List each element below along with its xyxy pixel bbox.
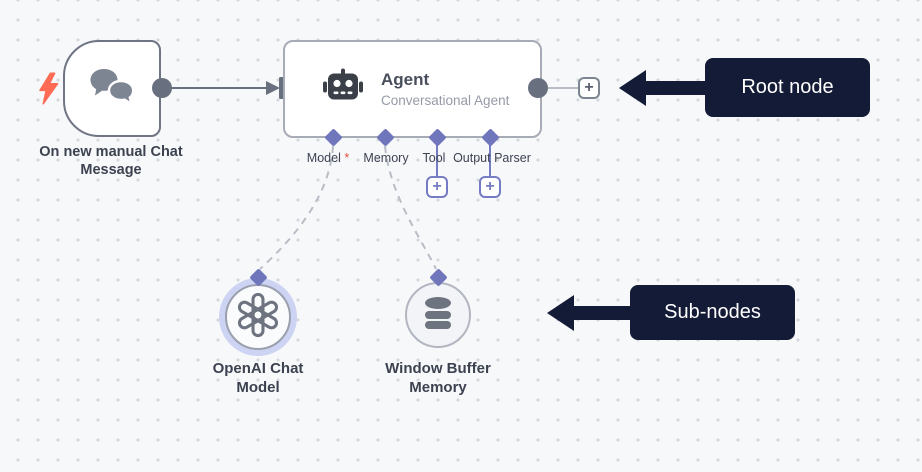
connector-label-model: Model * bbox=[307, 151, 349, 165]
database-icon bbox=[420, 296, 456, 335]
openai-logo-icon bbox=[235, 292, 281, 343]
trigger-node-label: On new manual Chat Message bbox=[39, 144, 183, 179]
openai-chat-model-node[interactable] bbox=[225, 284, 291, 350]
agent-node-title: Agent bbox=[381, 70, 430, 89]
memory-node-label: Window Buffer Memory bbox=[385, 360, 491, 396]
connector-label-tool: Tool bbox=[422, 151, 446, 165]
add-tool-button[interactable]: + bbox=[426, 176, 448, 198]
add-node-button[interactable]: + bbox=[578, 77, 600, 99]
root-arrow-icon bbox=[619, 70, 646, 106]
add-output-parser-button[interactable]: + bbox=[479, 176, 501, 198]
agent-node[interactable]: Agent Conversational Agent bbox=[283, 40, 542, 138]
openai-node-label: OpenAI Chat Model bbox=[212, 360, 304, 396]
sub-arrow-shaft bbox=[571, 306, 631, 320]
robot-icon bbox=[321, 68, 365, 110]
root-arrow-shaft bbox=[643, 81, 706, 95]
chat-bubbles-icon bbox=[88, 66, 136, 111]
connection-arrowhead-icon bbox=[266, 81, 280, 95]
plus-icon: + bbox=[432, 178, 442, 195]
connector-label-memory: Memory bbox=[363, 151, 409, 165]
trigger-output-endpoint[interactable] bbox=[152, 78, 172, 98]
root-node-annotation-label: Root node bbox=[741, 76, 834, 98]
sub-nodes-annotation: Sub-nodes bbox=[630, 285, 795, 340]
sub-arrow-icon bbox=[547, 295, 574, 331]
plus-icon: + bbox=[584, 79, 594, 96]
plus-icon: + bbox=[485, 178, 495, 195]
connector-label-output-parser: Output Parser bbox=[453, 151, 531, 165]
required-mark: * bbox=[344, 151, 350, 165]
trigger-lightning-icon bbox=[38, 72, 59, 110]
root-node-annotation: Root node bbox=[705, 58, 870, 117]
window-buffer-memory-node[interactable] bbox=[405, 282, 471, 348]
model-label-text: Model bbox=[306, 151, 341, 165]
agent-node-subtitle: Conversational Agent bbox=[381, 93, 510, 108]
openai-input-connector[interactable] bbox=[248, 267, 268, 287]
agent-output-endpoint[interactable] bbox=[528, 78, 548, 98]
sub-nodes-annotation-label: Sub-nodes bbox=[664, 301, 761, 323]
trigger-node[interactable] bbox=[63, 40, 161, 137]
